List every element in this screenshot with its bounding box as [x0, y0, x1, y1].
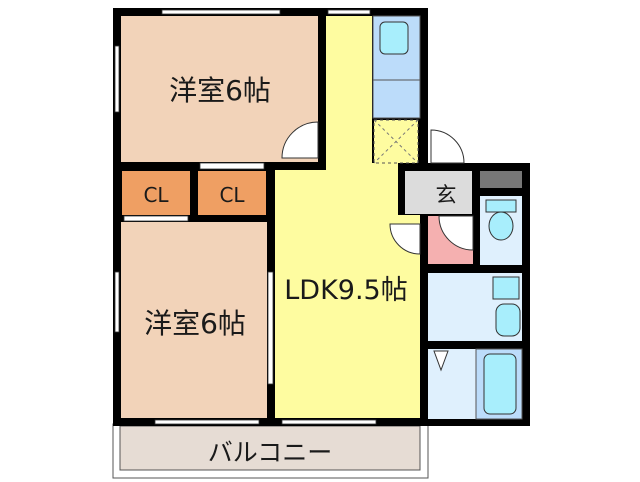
toilet-bowl-icon	[488, 211, 514, 241]
balcony-label: バルコニー	[208, 438, 333, 467]
bedroom-north-label: 洋室6帖	[169, 74, 271, 107]
entrance-step	[405, 171, 422, 214]
fridge-x-icon	[373, 119, 419, 164]
balcony-area	[119, 425, 421, 471]
bathtub-icon	[483, 353, 517, 415]
toilet-tank-icon	[485, 199, 517, 213]
front-door-swing-icon	[430, 129, 465, 164]
entrance-label: 玄	[436, 183, 457, 207]
sliding-door	[267, 271, 274, 385]
closet-1-label: CL	[143, 183, 169, 207]
closet-door	[199, 162, 265, 170]
ldk-label: LDK9.5帖	[284, 275, 407, 306]
bedroom-north	[121, 16, 318, 162]
wash-basin-icon	[495, 303, 521, 337]
window	[114, 271, 120, 333]
bedroom-south	[121, 222, 267, 418]
door-swing-icon	[281, 121, 319, 159]
closet-2-label: CL	[219, 183, 245, 207]
closet-1	[122, 171, 190, 215]
door-swing-icon	[389, 223, 421, 255]
shoe-box	[480, 171, 522, 188]
entrance	[422, 171, 472, 214]
sink-icon	[379, 21, 409, 55]
balcony-window	[154, 419, 260, 425]
closet-door	[123, 215, 189, 222]
window	[114, 45, 120, 113]
washer-icon	[492, 276, 520, 300]
closet-2	[198, 171, 266, 215]
bedroom-south-label: 洋室6帖	[144, 307, 246, 340]
folding-door-icon	[433, 350, 449, 372]
window	[327, 9, 371, 15]
ldk	[275, 16, 420, 418]
balcony-window	[281, 419, 377, 425]
window	[161, 9, 281, 15]
door-swing-icon	[438, 215, 474, 251]
